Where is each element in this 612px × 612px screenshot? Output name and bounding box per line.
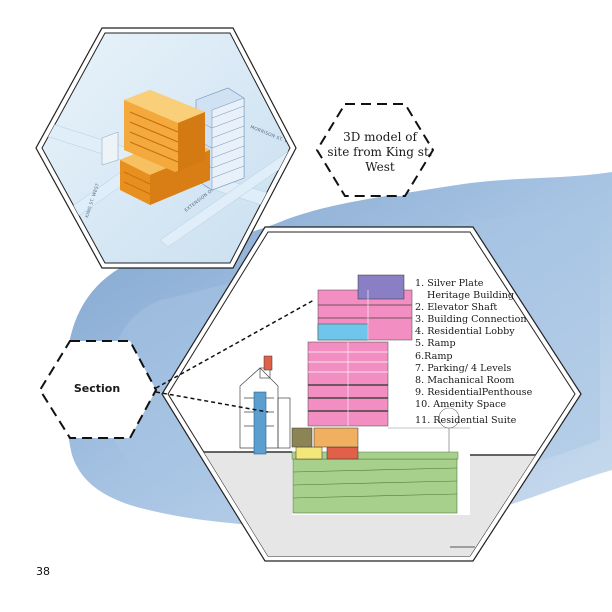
model-caption: 3D model of site from King st. West bbox=[322, 130, 438, 175]
model-caption-hexagon bbox=[315, 103, 435, 197]
legend-item-10: 10. Amenity Space bbox=[415, 398, 507, 410]
legend-item-6: 6.Ramp bbox=[415, 350, 453, 362]
page-number: 38 bbox=[36, 565, 50, 578]
section-caption-hexagon bbox=[38, 340, 158, 439]
legend-item-5: 5. Ramp bbox=[415, 338, 456, 350]
existing-tower bbox=[195, 87, 245, 191]
legend-item-7: 7. Parking/ 4 Levels bbox=[415, 362, 512, 374]
model-3d-image: KING ST. WEST EXTENSION OF MORRISON ST. … bbox=[42, 87, 290, 248]
upper-block bbox=[317, 274, 413, 341]
section-hexagon bbox=[161, 226, 582, 562]
elevator-shaft bbox=[253, 391, 267, 455]
callout-leaders bbox=[155, 299, 315, 413]
legend-item-8: 8. Machanical Room bbox=[415, 374, 515, 386]
residential-block bbox=[307, 341, 389, 427]
legend-item-9: 9. ResidentialPenthouse bbox=[415, 386, 533, 398]
model-caption-line-1: 3D model of bbox=[343, 130, 417, 144]
model-hexagon: KING ST. WEST EXTENSION OF MORRISON ST. … bbox=[35, 27, 297, 269]
section-caption: Section bbox=[73, 382, 121, 395]
residential-lobby bbox=[317, 323, 369, 341]
building-connection bbox=[291, 427, 313, 448]
section-legend: 1. Silver Plate Heritage Building 2. Ele… bbox=[415, 278, 605, 427]
legend-item-1: 1. Silver Plate bbox=[415, 278, 484, 289]
elevator-head bbox=[263, 355, 273, 371]
legend-item-2: 2. Elevator Shaft bbox=[415, 302, 498, 314]
parking-levels bbox=[291, 451, 459, 514]
model-caption-line-2: site from King st. bbox=[327, 145, 433, 159]
legend-item-4: 4. Residential Lobby bbox=[415, 326, 515, 338]
legend-item-1-cont: Heritage Building bbox=[427, 290, 515, 302]
ramp-area bbox=[295, 446, 323, 460]
mechanical-room bbox=[326, 446, 359, 460]
legend-item-11: 11. Residential Suite bbox=[415, 415, 517, 427]
proposed-massing bbox=[101, 90, 210, 205]
residential-penthouse bbox=[357, 274, 405, 300]
amenity-space bbox=[313, 427, 359, 448]
legend-item-3: 3. Building Connection bbox=[415, 314, 527, 326]
building-section-drawing bbox=[168, 274, 575, 556]
model-caption-line-3: West bbox=[365, 160, 395, 174]
